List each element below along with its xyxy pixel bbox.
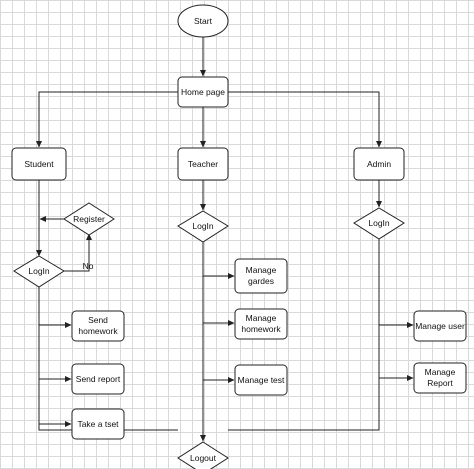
node-admin-login: LogIn	[353, 207, 405, 240]
node-teacher-label: Teacher	[188, 159, 218, 169]
edges	[36, 37, 414, 442]
edge-home-admin	[228, 91, 382, 148]
node-manage-user-label: Manage user	[415, 321, 465, 331]
node-logout-label: Logout	[190, 453, 217, 463]
node-register-label: Register	[73, 214, 105, 224]
node-manage-user: Manage user	[413, 310, 467, 342]
node-take-test-label: Take a tset	[77, 419, 119, 429]
node-manage-report: Manage Report	[413, 362, 467, 394]
node-send-report-label: Send report	[76, 374, 121, 384]
node-register: Register	[63, 202, 115, 236]
node-manage-homework-line-2: homework	[241, 324, 281, 334]
node-manage-gardes-line-1: Manage	[246, 265, 277, 275]
edge-label-no: No	[83, 261, 94, 271]
node-teacher-login-label: LogIn	[192, 221, 214, 231]
node-logout: Logout	[177, 441, 229, 469]
node-teacher: Teacher	[177, 147, 229, 181]
node-teacher-login: LogIn	[177, 210, 229, 243]
node-start: Start	[177, 4, 229, 38]
node-manage-gardes: Manage gardes	[234, 258, 288, 294]
node-manage-report-line-2: Report	[427, 378, 453, 388]
node-home-page-label: Home page	[181, 87, 225, 97]
node-student-login: LogIn	[13, 255, 65, 288]
node-take-test: Take a tset	[71, 408, 125, 440]
node-manage-homework-line-1: Manage	[246, 313, 277, 323]
node-admin: Admin	[353, 147, 405, 181]
node-manage-homework: Manage homework	[234, 308, 288, 340]
node-student-login-label: LogIn	[28, 266, 50, 276]
node-send-homework-line-2: homework	[78, 326, 118, 336]
node-send-report: Send report	[71, 363, 125, 395]
node-send-homework: Send homework	[71, 310, 125, 342]
node-manage-gardes-line-2: gardes	[248, 276, 274, 286]
node-manage-test-label: Manage test	[238, 375, 285, 385]
node-manage-report-line-1: Manage	[425, 367, 456, 377]
edge-login-no-register	[64, 233, 92, 272]
node-send-homework-line-1: Send	[88, 315, 108, 325]
edge-admin-spine	[228, 239, 380, 431]
node-student-label: Student	[24, 159, 54, 169]
node-admin-login-label: LogIn	[368, 218, 390, 228]
edge-home-student	[36, 91, 178, 148]
node-admin-label: Admin	[367, 159, 391, 169]
edge-student-spine	[38, 287, 178, 431]
node-home-page: Home page	[177, 76, 229, 108]
node-student: Student	[11, 147, 67, 181]
node-manage-test: Manage test	[234, 364, 288, 396]
node-start-label: Start	[194, 16, 213, 26]
